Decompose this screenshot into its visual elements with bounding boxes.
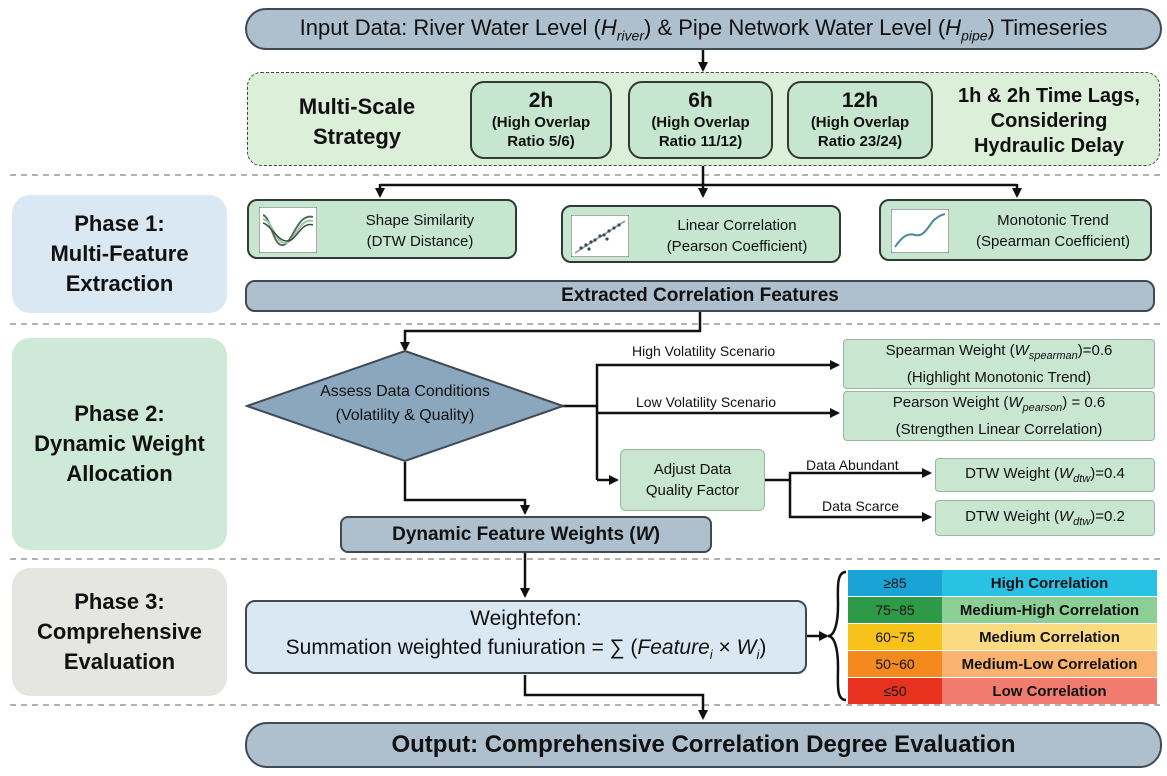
data-abundant-label: Data Abundant: [806, 457, 899, 473]
input-data-text: Input Data: River Water Level (Hriver) &…: [299, 14, 1108, 44]
dynamic-weights-bar: Dynamic Feature Weights (W): [340, 516, 712, 553]
window-ratio: Ratio 23/24): [817, 133, 903, 150]
feature-shape-similarity: Shape Similarity (DTW Distance): [247, 199, 517, 259]
window-label: 6h: [688, 89, 713, 112]
legend-row: 50~60 Medium-Low Correlation: [848, 651, 1157, 677]
feature-subtitle: (Pearson Coefficient): [666, 238, 808, 255]
output-pill: Output: Comprehensive Correlation Degree…: [245, 722, 1162, 768]
legend-row: ≥85 High Correlation: [848, 570, 1157, 596]
legend-row: 60~75 Medium Correlation: [848, 624, 1157, 650]
multiscale-title: Multi-Scale Strategy: [298, 94, 416, 149]
adjust-quality-box: Adjust Data Quality Factor: [620, 449, 765, 511]
window-overlap: (High Overlap: [491, 114, 591, 131]
dtw-curves-icon: [259, 207, 317, 253]
time-lags-note: 1h & 2h Time Lags, Considering Hydraulic…: [958, 84, 1140, 157]
feature-subtitle: (DTW Distance): [366, 233, 474, 250]
window-label: 12h: [841, 89, 879, 112]
pearson-weight-box: Pearson Weight (Wpearson) = 0.6 (Strengt…: [843, 391, 1155, 441]
data-scarce-label: Data Scarce: [822, 498, 900, 514]
high-volatility-label: High Volatility Scenario: [632, 343, 776, 359]
feature-title: Linear Correlation: [677, 217, 797, 234]
window-overlap: (High Overlap: [810, 114, 910, 131]
window-2h: 2h (High Overlap Ratio 5/6): [470, 81, 612, 159]
legend-row: 75~85 Medium-High Correlation: [848, 597, 1157, 623]
feature-subtitle: (Spearman Coefficient): [976, 233, 1130, 250]
assess-text: Assess Data Conditions (Volatility & Qua…: [320, 383, 490, 424]
dtw-weight-low-box: DTW Weight (Wdtw)=0.2: [935, 500, 1155, 536]
low-volatility-label: Low Volatility Scenario: [636, 394, 777, 410]
spearman-weight-box: Spearman Weight (Wspearman)=0.6 (Highlig…: [843, 339, 1155, 389]
window-overlap: (High Overlap: [651, 114, 750, 131]
weighted-summation-box: Weightefon: Summation weighted funiurati…: [245, 600, 807, 674]
phase-separators: [10, 174, 1160, 706]
feature-linear-correlation: Linear Correlation (Pearson Coefficient): [561, 205, 841, 263]
window-ratio: Ratio 11/12): [658, 133, 743, 150]
correlation-legend: ≥85 High Correlation 75~85 Medium-High C…: [848, 570, 1157, 704]
legend-row: ≤50 Low Correlation: [848, 678, 1157, 704]
feature-title: Shape Similarity: [365, 212, 475, 229]
trend-curve-icon: [891, 209, 949, 253]
window-12h: 12h (High Overlap Ratio 23/24): [787, 81, 933, 159]
extracted-features-bar: Extracted Correlation Features: [245, 280, 1155, 312]
assess-diamond: [245, 349, 565, 463]
input-data-pill: Input Data: River Water Level (Hriver) &…: [245, 8, 1162, 50]
dtw-weight-high-box: DTW Weight (Wdtw)=0.4: [935, 458, 1155, 492]
feature-monotonic-trend: Monotonic Trend (Spearman Coefficient): [879, 199, 1152, 261]
window-6h: 6h (High Overlap Ratio 11/12): [628, 81, 773, 159]
window-ratio: Ratio 5/6): [507, 133, 575, 150]
feature-title: Monotonic Trend: [997, 212, 1109, 229]
scatter-plot-icon: [571, 215, 629, 257]
window-label: 2h: [528, 89, 554, 112]
